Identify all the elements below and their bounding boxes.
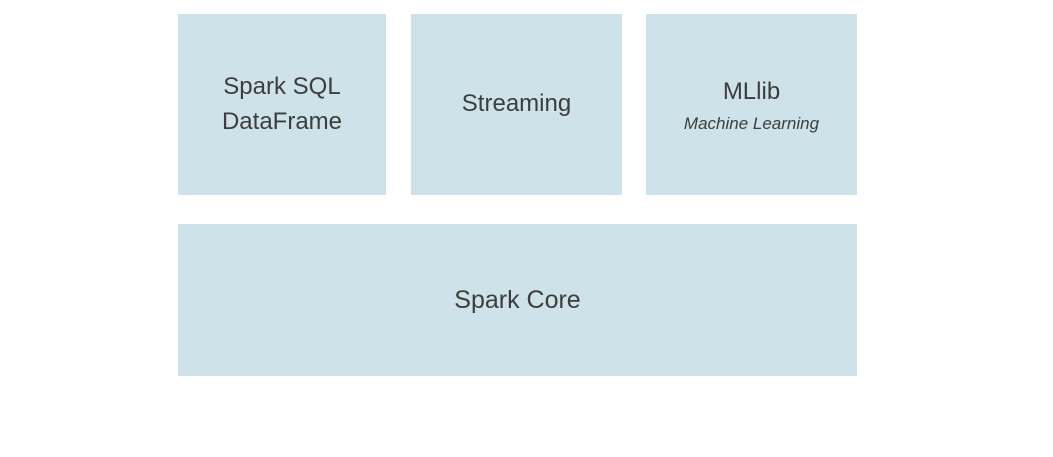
mllib-subtitle: Machine Learning [683, 113, 820, 133]
streaming-box: Streaming [411, 14, 622, 195]
mllib-box: MLlib Machine Learning [646, 14, 857, 195]
mllib-label: MLlib [722, 78, 781, 106]
spark-sql-label-line1: Spark SQL [223, 72, 341, 100]
spark-core-label: Spark Core [454, 285, 581, 314]
spark-sql-dataframe-box: Spark SQL DataFrame [178, 14, 386, 195]
streaming-label: Streaming [461, 90, 572, 118]
spark-sql-label-line2: DataFrame [221, 107, 343, 135]
spark-sql-dataframe-label: Spark SQL DataFrame [222, 70, 342, 140]
spark-core-box: Spark Core [178, 224, 857, 376]
